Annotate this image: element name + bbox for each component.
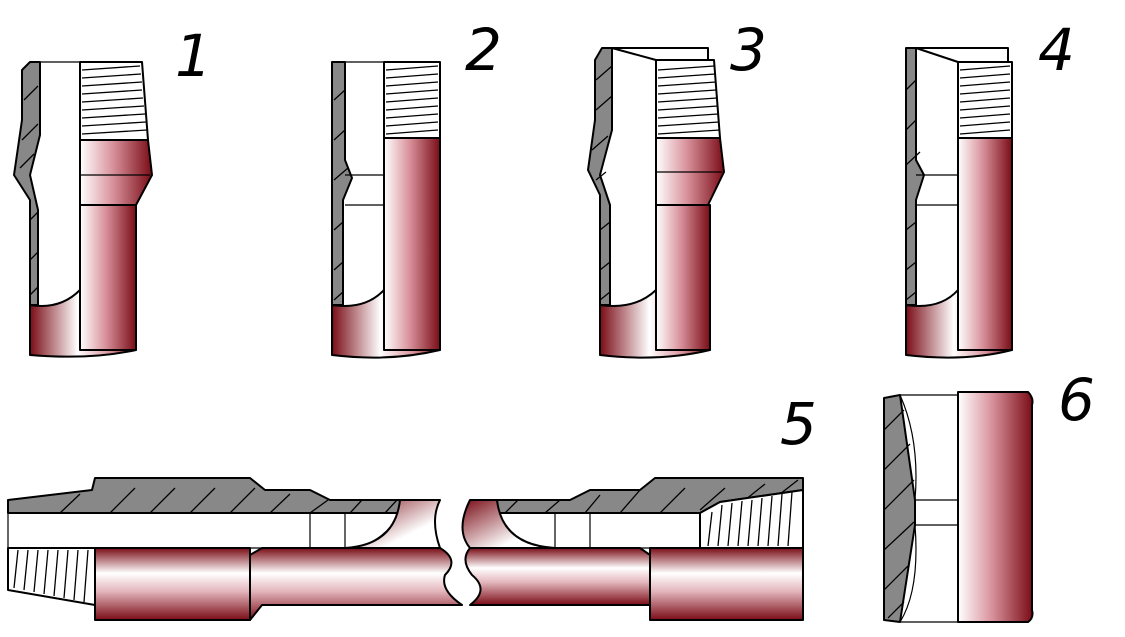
label-4: 4	[1038, 16, 1075, 84]
coupling-4	[905, 47, 1013, 359]
label-2: 2	[465, 16, 502, 84]
pipe-5	[7, 477, 804, 621]
label-1: 1	[175, 22, 212, 90]
coupling-1	[13, 61, 153, 358]
coupling-3	[587, 47, 725, 359]
label-5: 5	[780, 390, 817, 458]
coupling-6	[883, 391, 1034, 623]
coupling-2	[331, 61, 441, 359]
label-6: 6	[1058, 366, 1095, 434]
label-3: 3	[730, 16, 767, 84]
